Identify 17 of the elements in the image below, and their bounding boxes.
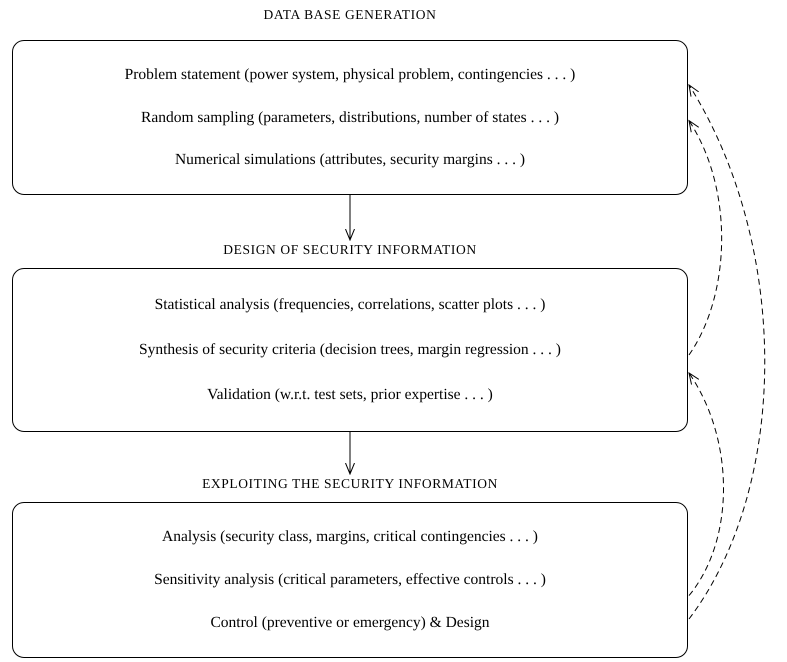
section-heading: DATA BASE GENERATION	[264, 6, 436, 24]
item-text: Analysis (security class, margins, critical contingencies . . . )	[162, 528, 538, 546]
section-heading: DESIGN OF SECURITY INFORMATION	[223, 241, 477, 259]
dashed-arrow	[688, 372, 724, 596]
dashed-arrow	[688, 84, 766, 620]
section-heading: EXPLOITING THE SECURITY INFORMATION	[202, 475, 498, 493]
arrow	[345, 194, 355, 240]
item-text: Problem statement (power system, physical problem, contingencies . . . )	[124, 66, 576, 84]
item-text: Statistical analysis (frequencies, correlations, scatter plots . . . )	[154, 296, 546, 314]
item-text: Validation (w.r.t. test sets, prior expertise . . . )	[207, 386, 493, 404]
item-text: Numerical simulations (attributes, security margins . . . )	[174, 151, 526, 170]
arrow	[345, 432, 355, 474]
dashed-arrow	[688, 120, 722, 356]
item-text: Sensitivity analysis (critical parameters, effective controls . . . )	[154, 571, 546, 589]
item-text: Control (preventive or emergency) & Design	[210, 614, 490, 632]
item-text: Synthesis of security criteria (decision trees, margin regression . . . )	[139, 341, 561, 359]
item-text: Random sampling (parameters, distributions, number of states . . . )	[141, 108, 559, 126]
